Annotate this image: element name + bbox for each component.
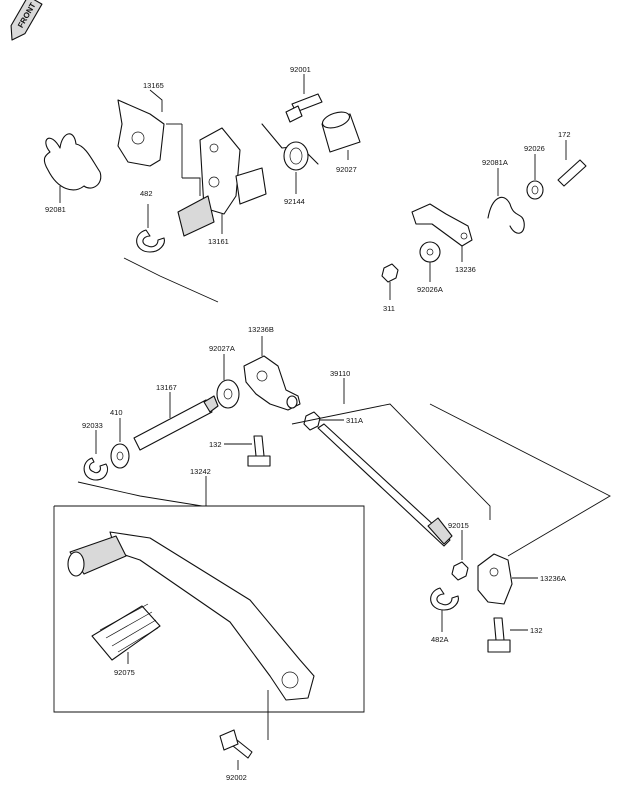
label-13167: 13167	[156, 383, 177, 392]
label-13236: 13236	[455, 265, 476, 274]
label-92027: 92027	[336, 165, 357, 174]
front-direction-badge: FRONT	[10, 0, 43, 41]
nut-311[interactable]	[381, 263, 399, 283]
pin-92001[interactable]	[285, 93, 323, 123]
label-13242: 13242	[190, 467, 211, 476]
circlip-482A[interactable]	[430, 587, 459, 611]
label-92144: 92144	[284, 197, 305, 206]
label-482: 482	[140, 189, 153, 198]
washer-92026A[interactable]	[419, 241, 441, 263]
spring-92081A[interactable]	[487, 196, 525, 234]
circlip-92033[interactable]	[83, 457, 109, 481]
gasket-92081[interactable]	[43, 133, 102, 191]
lever-13236B[interactable]	[243, 355, 301, 411]
washer-92027A[interactable]	[216, 379, 240, 409]
lever-13236A[interactable]	[477, 553, 513, 605]
label-92015: 92015	[448, 521, 469, 530]
label-92026: 92026	[524, 144, 545, 153]
label-311A: 311A	[346, 416, 363, 425]
label-132-upper: 132	[209, 440, 222, 449]
spring-92144[interactable]	[261, 123, 319, 171]
stud-172[interactable]	[557, 159, 587, 187]
label-482A: 482A	[431, 635, 449, 644]
pedal-13242[interactable]	[67, 531, 315, 701]
lever-13236[interactable]	[411, 203, 473, 247]
label-39110: 39110	[330, 369, 350, 378]
pedal-rubber-92075[interactable]	[91, 603, 161, 661]
label-92081: 92081	[45, 205, 66, 214]
label-13165: 13165	[143, 81, 164, 90]
label-92001: 92001	[290, 65, 311, 74]
washer-410[interactable]	[110, 443, 130, 469]
washer-92026[interactable]	[526, 180, 544, 200]
collar-92027[interactable]	[321, 109, 361, 153]
label-92081A: 92081A	[482, 158, 508, 167]
bolt-132-lower[interactable]	[487, 617, 511, 653]
label-92075: 92075	[114, 668, 135, 677]
nut-311A[interactable]	[303, 411, 321, 431]
label-13236A: 13236A	[540, 574, 566, 583]
label-172: 172	[558, 130, 571, 139]
bolt-92002[interactable]	[219, 729, 253, 759]
label-132-lower: 132	[530, 626, 543, 635]
label-92033: 92033	[82, 421, 103, 430]
label-92002: 92002	[226, 773, 247, 782]
circlip-482[interactable]	[136, 229, 165, 253]
shaft-13167[interactable]	[133, 395, 219, 451]
shaft-13161[interactable]	[177, 127, 267, 237]
bolt-132-upper[interactable]	[247, 435, 271, 467]
rod-39110[interactable]	[317, 423, 453, 547]
label-13236B: 13236B	[248, 325, 274, 334]
label-92027A: 92027A	[209, 344, 235, 353]
label-13161: 13161	[208, 237, 229, 246]
nut-92015[interactable]	[451, 561, 469, 581]
label-311: 311	[383, 304, 395, 313]
label-92026A: 92026A	[417, 285, 443, 294]
label-410: 410	[110, 408, 123, 417]
